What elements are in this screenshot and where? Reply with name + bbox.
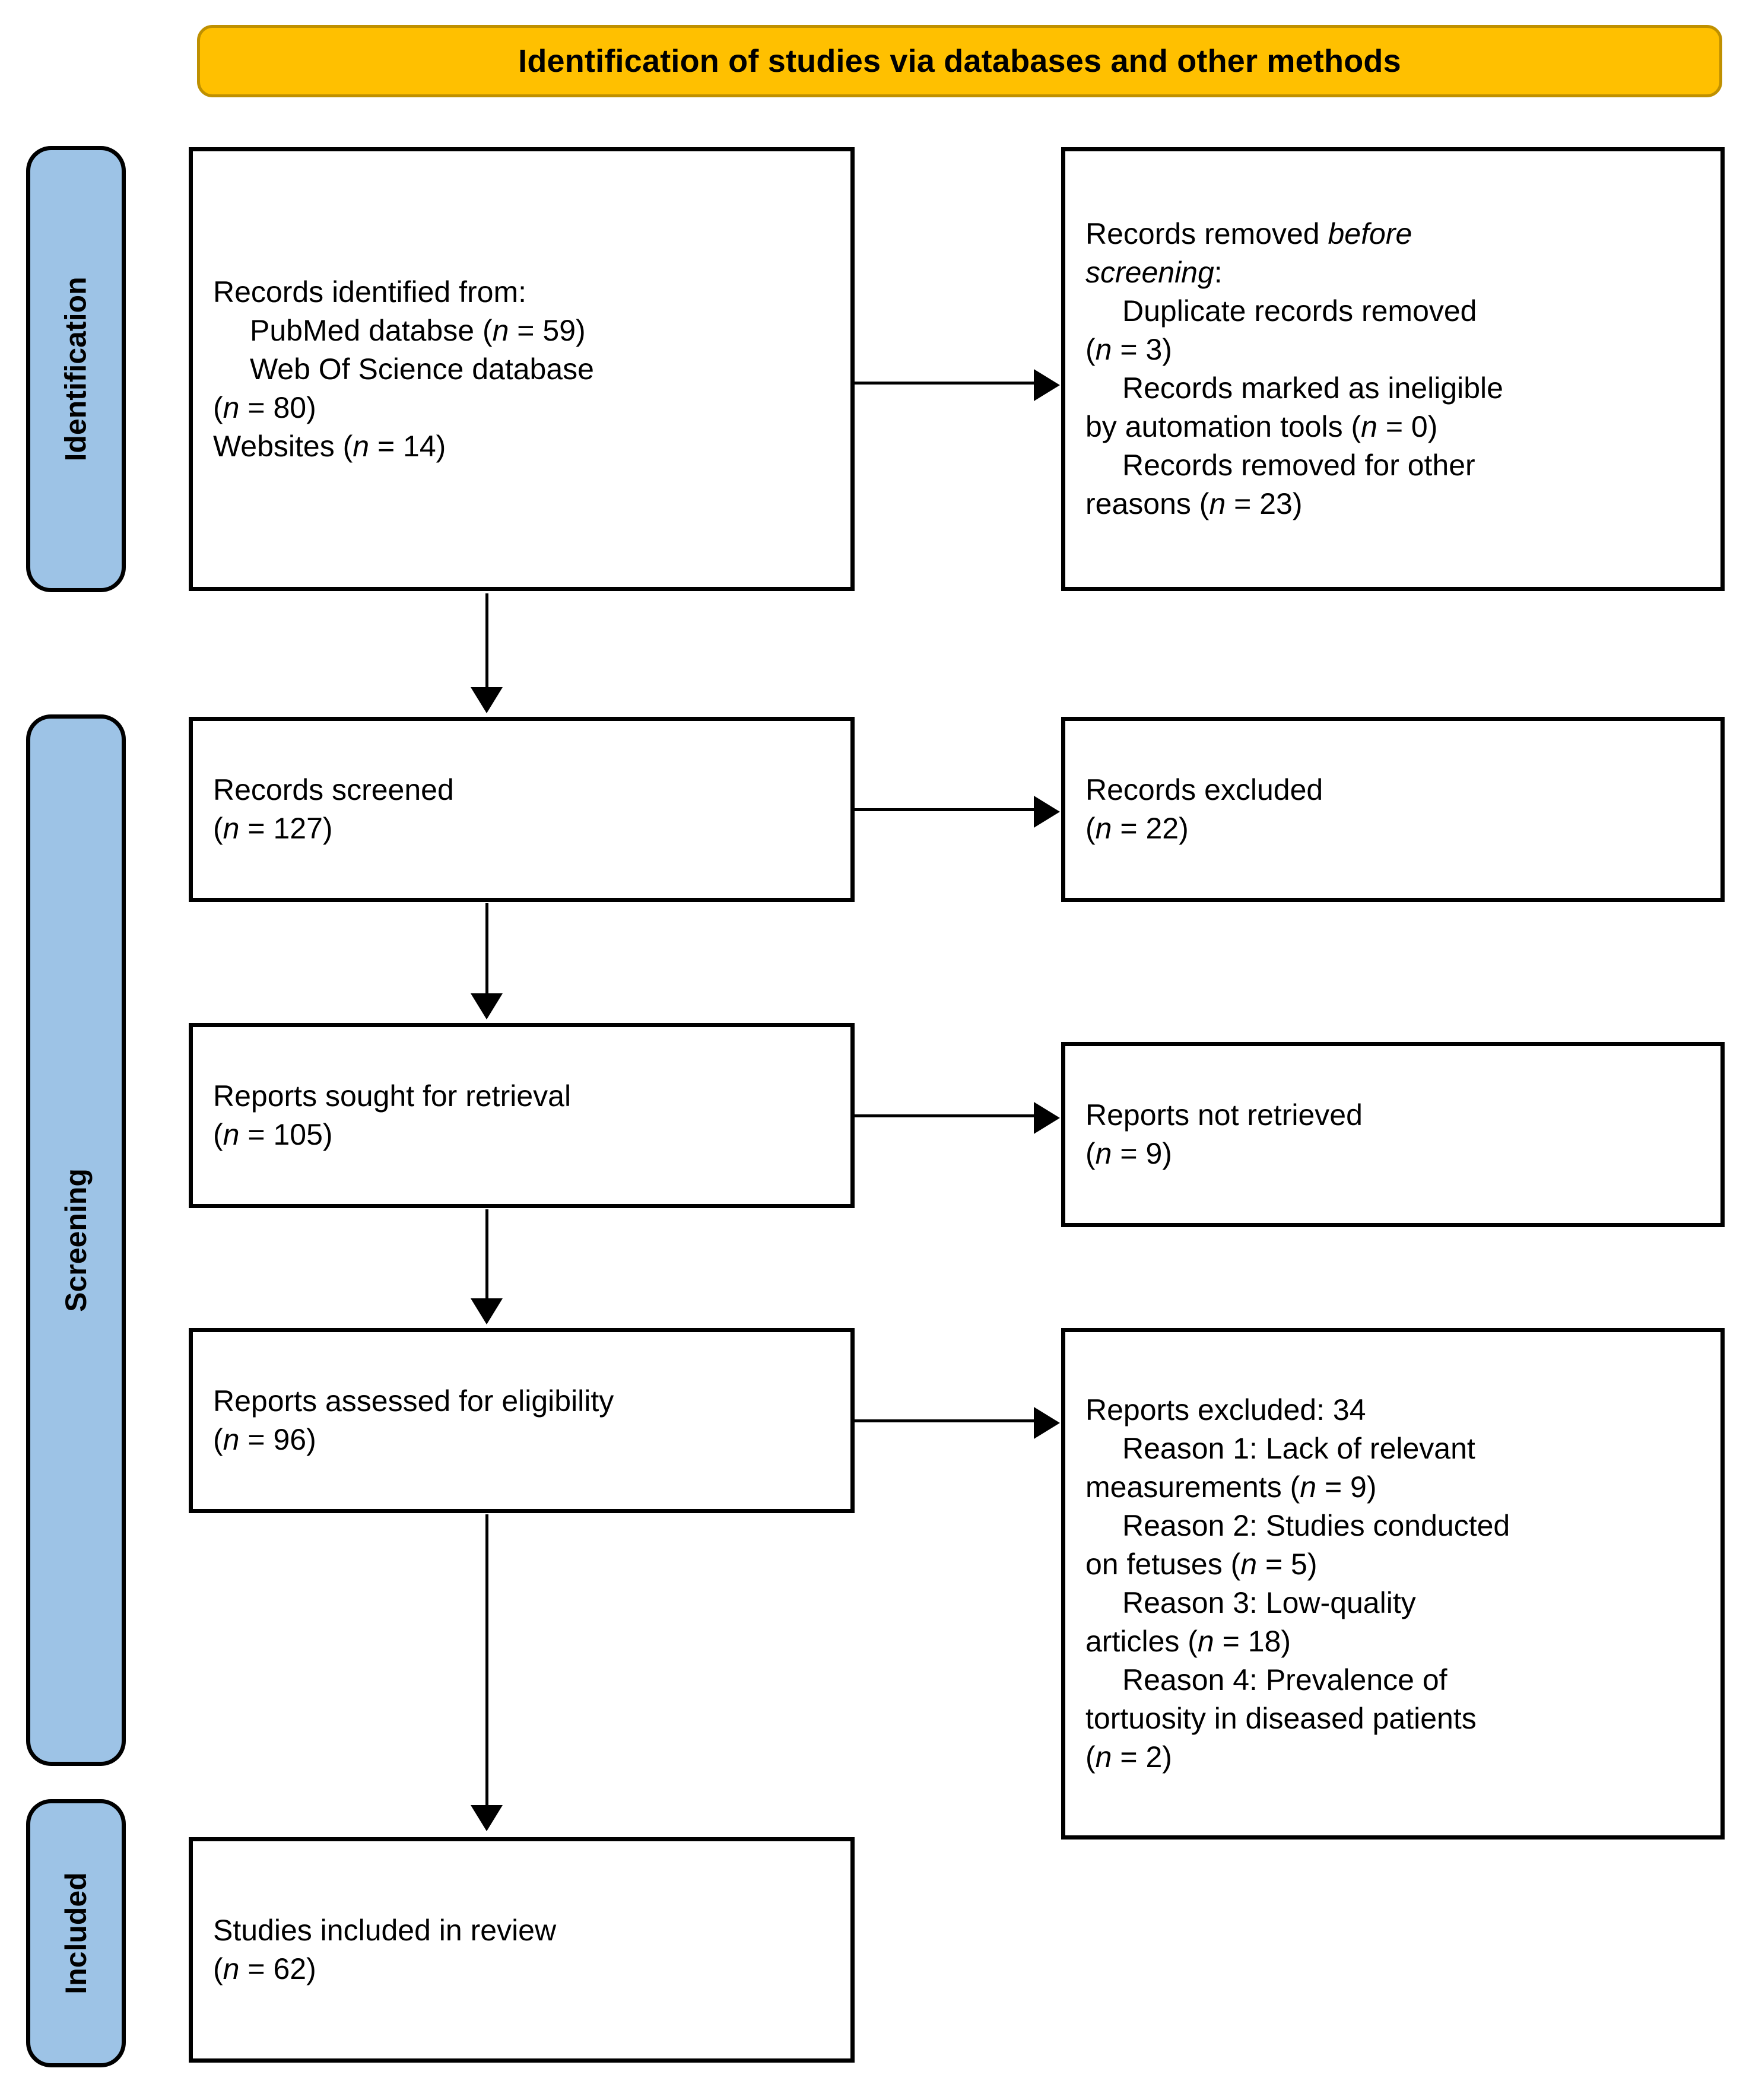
- reports-sought-label: Reports sought for retrieval: [213, 1079, 572, 1113]
- arrow-right-icon: [1034, 369, 1060, 401]
- reports-excluded-reason1-count: measurements (n = 9): [1085, 1470, 1377, 1504]
- box-records-excluded: Records excluded (n = 22): [1061, 717, 1725, 902]
- header-banner: Identification of studies via databases …: [197, 25, 1722, 97]
- records-excluded-count: (n = 22): [1085, 812, 1189, 845]
- box-reports-excluded: Reports excluded: 34 Reason 1: Lack of r…: [1061, 1328, 1725, 1840]
- arrow-down-icon: [471, 993, 503, 1019]
- box-reports-not-retrieved: Reports not retrieved (n = 9): [1061, 1042, 1725, 1227]
- connector-screened-to-excluded: [855, 808, 1035, 811]
- reports-excluded-reason2-count: on fetuses (n = 5): [1085, 1548, 1318, 1581]
- reports-excluded-reason2: Reason 2: Studies conducted: [1122, 1509, 1510, 1542]
- records-removed-heading-1: Records removed before: [1085, 217, 1412, 250]
- connector-identified-to-removed: [855, 382, 1035, 385]
- box-reports-sought: Reports sought for retrieval (n = 105): [189, 1023, 855, 1208]
- records-excluded-label: Records excluded: [1085, 773, 1323, 806]
- box-records-removed: Records removed before screening: Duplic…: [1061, 147, 1725, 591]
- connector-assessed-to-reportsexcluded: [855, 1419, 1035, 1422]
- records-removed-duplicates: Duplicate records removed: [1122, 294, 1477, 328]
- arrow-down-icon: [471, 1298, 503, 1324]
- records-removed-ineligible: Records marked as ineligible: [1122, 371, 1503, 405]
- reports-excluded-reason4-detail: tortuosity in diseased patients: [1085, 1702, 1477, 1735]
- reports-excluded-heading: Reports excluded: 34: [1085, 1393, 1366, 1427]
- box-studies-included: Studies included in review (n = 62): [189, 1837, 855, 2063]
- connector-identified-to-screened: [485, 593, 488, 690]
- records-screened-label: Records screened: [213, 773, 454, 806]
- studies-included-count: (n = 62): [213, 1952, 316, 1985]
- arrow-right-icon: [1034, 1407, 1060, 1439]
- connector-sought-to-notretrieved: [855, 1114, 1035, 1117]
- reports-sought-count: (n = 105): [213, 1118, 333, 1151]
- records-removed-heading-2: screening:: [1085, 256, 1223, 289]
- records-removed-duplicates-count: (n = 3): [1085, 333, 1172, 366]
- reports-not-retrieved-count: (n = 9): [1085, 1137, 1172, 1170]
- studies-included-label: Studies included in review: [213, 1914, 557, 1947]
- reports-excluded-reason1: Reason 1: Lack of relevant: [1122, 1432, 1475, 1465]
- stage-label-screening: Screening: [26, 714, 126, 1766]
- stage-included-text: Included: [59, 1872, 93, 1994]
- arrow-down-icon: [471, 687, 503, 713]
- arrow-right-icon: [1034, 1102, 1060, 1134]
- stage-label-identification: Identification: [26, 146, 126, 592]
- arrow-right-icon: [1034, 796, 1060, 828]
- stage-screening-text: Screening: [59, 1168, 93, 1312]
- reports-excluded-reason4: Reason 4: Prevalence of: [1122, 1663, 1447, 1696]
- banner-title: Identification of studies via databases …: [518, 43, 1401, 79]
- records-screened-count: (n = 127): [213, 812, 333, 845]
- records-identified-pubmed: PubMed databse (n = 59): [250, 313, 586, 347]
- reports-excluded-reason3-count: articles (n = 18): [1085, 1625, 1291, 1658]
- connector-sought-to-assessed: [485, 1209, 488, 1300]
- records-removed-other: Records removed for other: [1122, 449, 1475, 482]
- connector-screened-to-sought: [485, 903, 488, 997]
- stage-identification-text: Identification: [59, 277, 93, 462]
- records-removed-ineligible-count: by automation tools (n = 0): [1085, 410, 1438, 443]
- stage-label-included: Included: [26, 1799, 126, 2067]
- records-removed-other-count: reasons (n = 23): [1085, 487, 1303, 520]
- records-identified-wos-count: (n = 80): [213, 390, 316, 424]
- records-identified-heading: Records identified from:: [213, 275, 527, 309]
- reports-assessed-label: Reports assessed for eligibility: [213, 1384, 614, 1418]
- reports-excluded-reason4-count: (n = 2): [1085, 1740, 1172, 1774]
- records-identified-websites: Websites (n = 14): [213, 429, 446, 463]
- box-records-screened: Records screened (n = 127): [189, 717, 855, 902]
- reports-not-retrieved-label: Reports not retrieved: [1085, 1098, 1363, 1132]
- box-records-identified: Records identified from: PubMed databse …: [189, 147, 855, 591]
- arrow-down-icon: [471, 1805, 503, 1831]
- reports-assessed-count: (n = 96): [213, 1423, 316, 1456]
- box-reports-assessed: Reports assessed for eligibility (n = 96…: [189, 1328, 855, 1513]
- reports-excluded-reason3: Reason 3: Low-quality: [1122, 1586, 1416, 1619]
- records-identified-wos: Web Of Science database: [250, 352, 594, 386]
- connector-assessed-to-included: [485, 1514, 488, 1807]
